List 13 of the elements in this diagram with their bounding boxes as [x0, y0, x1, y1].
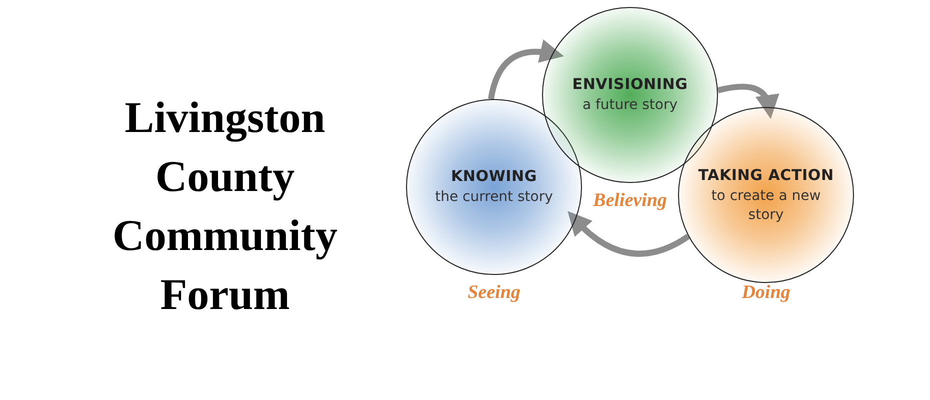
node-heading: TAKING ACTION — [698, 166, 834, 184]
stage-label: Believing — [592, 190, 668, 212]
node-heading: ENVISIONING — [572, 75, 688, 94]
curved-arrow — [717, 84, 778, 119]
curved-arrow — [488, 40, 564, 100]
curved-arrow — [567, 211, 690, 257]
node-heading: KNOWING — [450, 167, 538, 186]
node-text: a future story — [582, 96, 678, 115]
stage-label: Seeing — [466, 282, 522, 304]
stage-label: Doing — [740, 282, 792, 304]
node-text: to create a new story — [710, 186, 822, 224]
title: Livingston County Community Forum — [112, 92, 338, 321]
node-text: the current story — [435, 188, 553, 207]
